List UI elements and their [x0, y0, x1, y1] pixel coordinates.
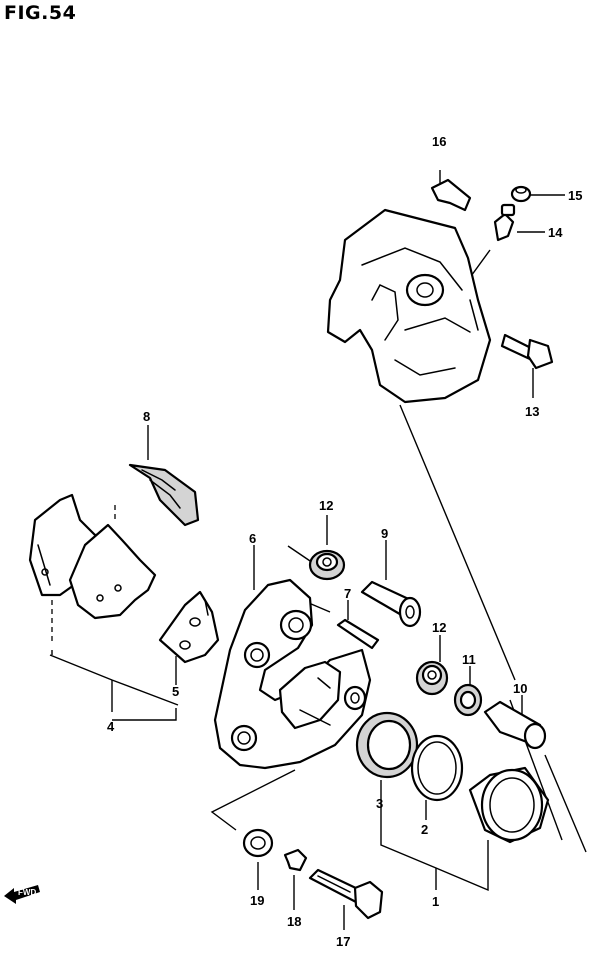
callout-17: 17 — [336, 934, 350, 949]
piston-seal — [355, 711, 419, 779]
callout-4: 4 — [107, 719, 115, 734]
slide-pin — [483, 700, 547, 750]
fwd-label: FWD — [18, 888, 36, 897]
callout-19: 19 — [250, 893, 264, 908]
callout-15: 15 — [568, 188, 582, 203]
callout-8: 8 — [143, 409, 150, 424]
brake-pad-set — [28, 493, 157, 620]
pad-spring-clip — [430, 178, 472, 212]
bleeder-valve — [493, 203, 516, 242]
callout-10: 10 — [513, 681, 527, 696]
boot-upper — [308, 549, 346, 581]
callout-13: 13 — [525, 404, 539, 419]
callout-11: 11 — [462, 652, 476, 667]
callout-5: 5 — [172, 684, 179, 699]
callout-18: 18 — [287, 914, 301, 929]
callout-7: 7 — [344, 586, 351, 601]
pad-spring — [158, 590, 220, 664]
callout-labels: 1 2 3 4 5 6 7 8 9 10 11 12 12 13 14 15 1… — [107, 134, 582, 949]
callout-14: 14 — [548, 225, 563, 240]
circlip — [283, 848, 308, 872]
bleeder-cap — [510, 185, 532, 203]
callout-1: 1 — [432, 894, 439, 909]
caliper-housing — [326, 208, 492, 404]
dust-seal — [410, 734, 464, 802]
callout-6: 6 — [249, 531, 256, 546]
callout-16: 16 — [432, 134, 446, 149]
retaining-pin — [336, 618, 380, 650]
callout-12b: 12 — [432, 620, 446, 635]
callout-12a: 12 — [319, 498, 333, 513]
slide-bush — [453, 683, 483, 717]
callout-9: 9 — [381, 526, 388, 541]
pad-shim — [128, 463, 200, 527]
washer — [242, 828, 274, 858]
callout-2: 2 — [421, 822, 428, 837]
slide-sleeve — [360, 580, 422, 628]
caliper-bolt — [500, 333, 554, 370]
callout-3: 3 — [376, 796, 383, 811]
figure-title: FIG.54 — [4, 2, 77, 24]
caliper-piston — [468, 766, 550, 844]
caliper-bracket — [213, 578, 372, 770]
mounting-bolt — [308, 868, 384, 920]
fwd-direction-marker: FWD — [4, 885, 40, 904]
boot-lower — [415, 660, 449, 696]
